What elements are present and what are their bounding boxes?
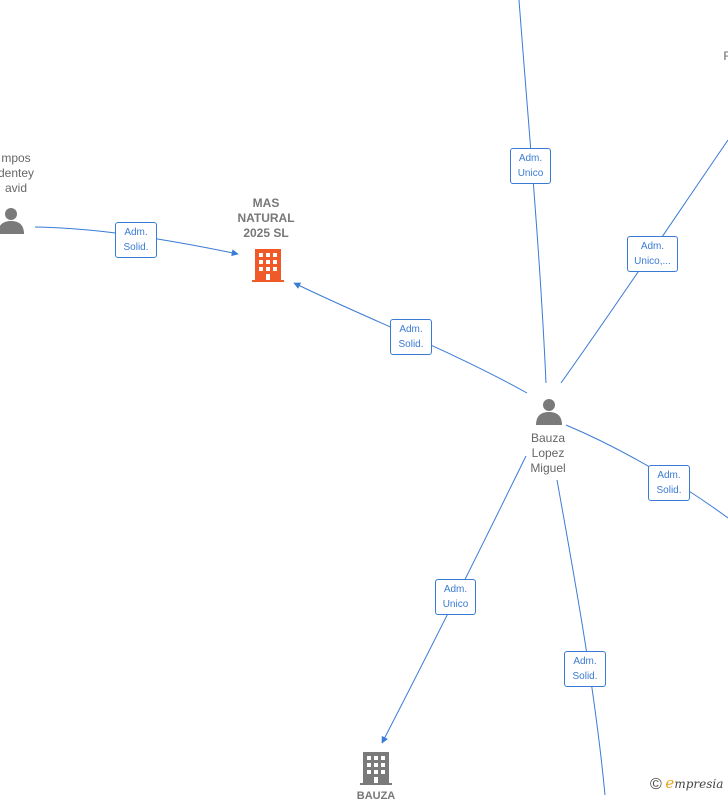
node-label-top-right[interactable]: J RE	[723, 49, 728, 63]
company-label-main[interactable]: MAS NATURAL 2025 SL	[237, 196, 295, 240]
watermark-brand: mpresia	[674, 777, 724, 791]
edge-label-center-to-bottom[interactable]: Adm. Unico	[435, 579, 476, 615]
building-icon	[252, 249, 284, 282]
person-label-center[interactable]: Bauza Lopez Miguel	[530, 431, 566, 475]
edge-label-center-to-bottom-right[interactable]: Adm. Solid.	[564, 651, 606, 687]
empresia-watermark: © empresia	[650, 774, 723, 794]
edge-line-center-to-top	[518, 0, 547, 384]
edge-label-center-to-top-right[interactable]: Adm. Unico,...	[627, 236, 678, 272]
edge-label-center-to-main[interactable]: Adm. Solid.	[390, 319, 432, 355]
company-label-bottom[interactable]: BAUZA	[356, 790, 396, 802]
edge-label-center-to-right[interactable]: Adm. Solid.	[648, 465, 690, 501]
person-label-left[interactable]: mpos dentey avid	[0, 151, 35, 195]
building-icon	[360, 752, 392, 785]
person-icon	[536, 399, 562, 425]
edge-line-center-to-bottom-right	[556, 479, 606, 795]
person-icon	[0, 208, 24, 234]
edge-label-left-to-main[interactable]: Adm. Solid.	[115, 222, 157, 258]
copyright-icon: ©	[650, 776, 662, 793]
empresia-logo-icon: e	[665, 774, 675, 792]
edge-label-center-to-top[interactable]: Adm. Unico	[510, 148, 551, 184]
edge-line-center-to-right	[565, 424, 728, 519]
